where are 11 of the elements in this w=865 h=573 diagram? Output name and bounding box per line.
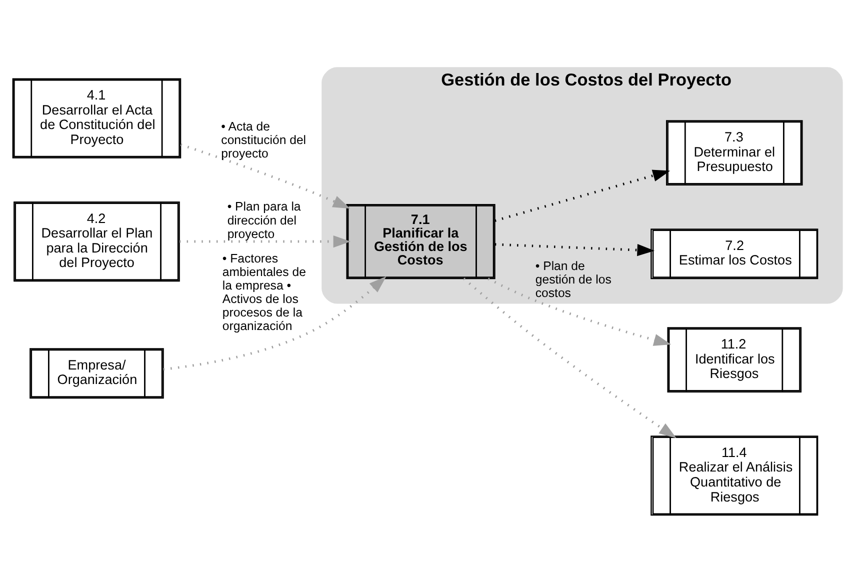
arrow bbox=[163, 276, 386, 371]
arrow bbox=[180, 235, 351, 248]
arrow bbox=[462, 278, 676, 438]
arrow bbox=[494, 170, 670, 222]
edge-label: • Factores ambientales de la empresa • Activos de los procesos de la organización bbox=[222, 251, 306, 334]
arrow bbox=[180, 143, 350, 209]
edge-label: • Acta de constitución del proyecto bbox=[221, 120, 306, 161]
arrow bbox=[488, 278, 672, 346]
edge-label: • Plan para la dirección del proyecto bbox=[227, 200, 301, 241]
edge-label: • Plan de gestión de los costos bbox=[535, 258, 612, 300]
arrow bbox=[494, 243, 655, 256]
